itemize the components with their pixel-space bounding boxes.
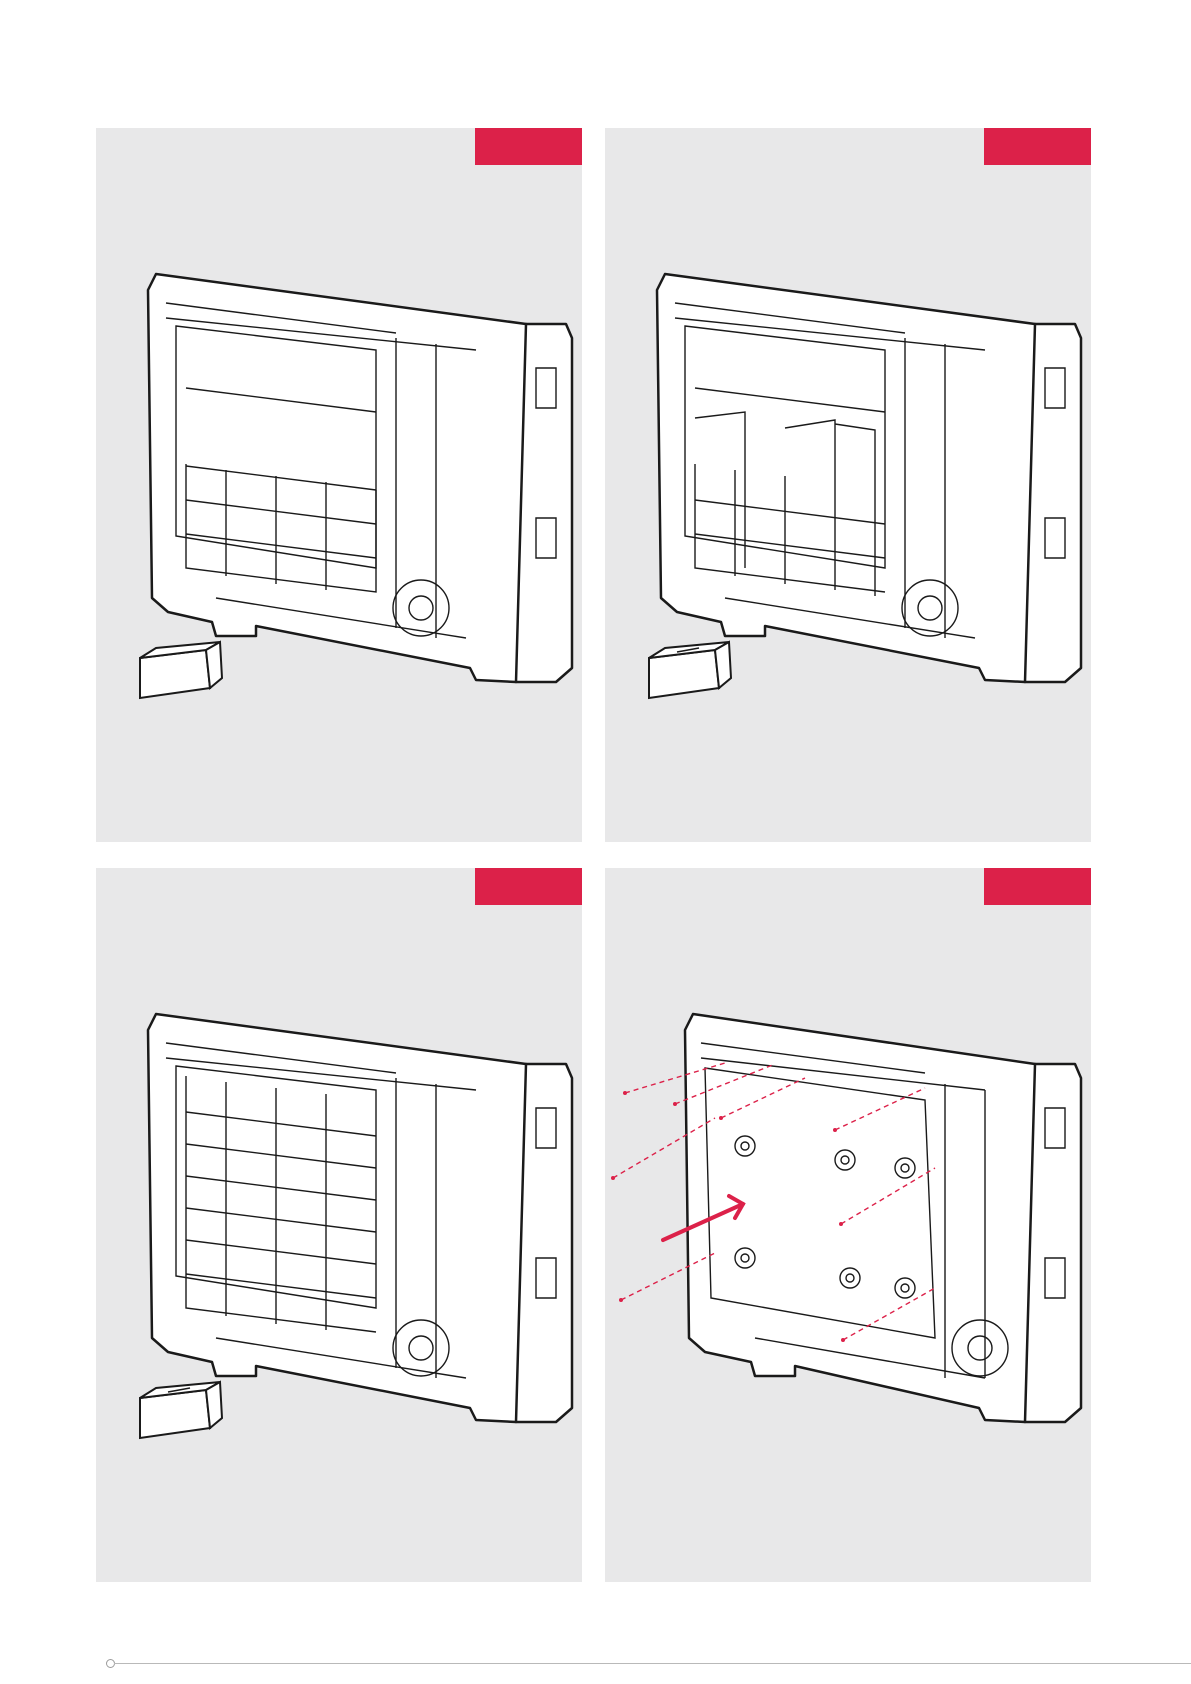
storage-brick-icon <box>649 642 731 698</box>
step-panel-1 <box>96 128 582 842</box>
heater-illustration-1 <box>96 128 582 842</box>
storage-brick-icon <box>140 1382 222 1438</box>
storage-brick-icon <box>140 642 222 698</box>
heater-illustration-4 <box>605 868 1091 1582</box>
footer-rule <box>114 1663 1191 1664</box>
step-panel-2 <box>605 128 1091 842</box>
heater-illustration-2 <box>605 128 1091 842</box>
step-panel-3 <box>96 868 582 1582</box>
step-panel-4 <box>605 868 1091 1582</box>
heater-illustration-3 <box>96 868 582 1582</box>
